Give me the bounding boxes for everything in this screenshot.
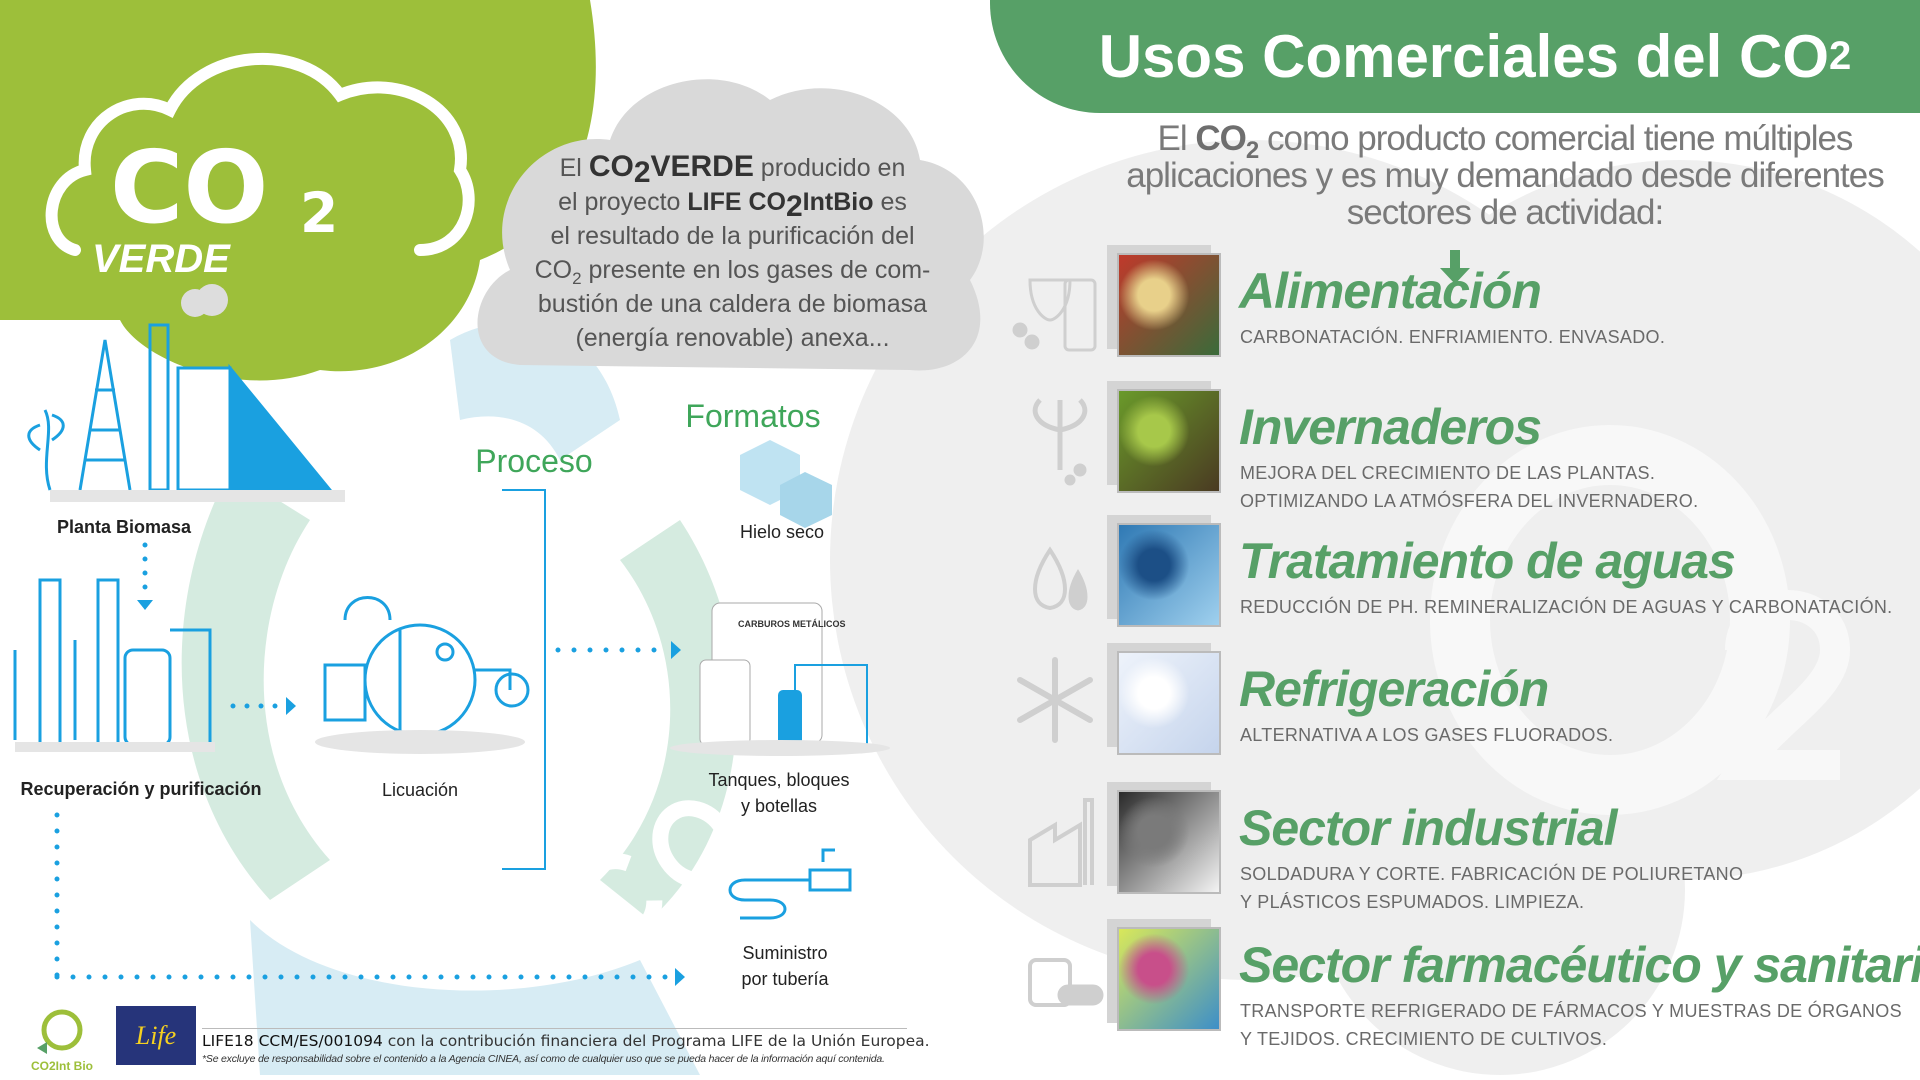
cloud-text: presente en los gases de com- xyxy=(581,256,931,284)
use-title: Sector industrial xyxy=(1239,800,1618,856)
sector-icons xyxy=(1012,278,1104,1007)
biomass-plant-icon xyxy=(27,323,334,492)
medicine-icon xyxy=(1028,958,1104,1007)
snowflake-icon xyxy=(1017,657,1093,743)
cloud-sub: 2 xyxy=(785,190,803,223)
label-proceso: Proceso xyxy=(475,443,593,479)
cloud-bold: IntBio xyxy=(802,188,874,216)
co2intbio-logo: CO2Int Bio xyxy=(31,1009,93,1073)
disclaimer: *Se excluye de responsabilidad sobre el … xyxy=(202,1053,885,1065)
arrow-down-icon xyxy=(1440,250,1470,284)
use-photo xyxy=(1117,253,1221,357)
cloud-text: producido en xyxy=(753,154,906,182)
plant-icon xyxy=(1032,398,1088,486)
title-subscript: 2 xyxy=(1829,34,1852,78)
cycle-arrow-blue xyxy=(250,920,700,1075)
use-title: Sector farmacéutico y sanitario xyxy=(1239,937,1920,993)
cloud-text: el resultado de la purificación del xyxy=(550,222,915,250)
intro-pre: El xyxy=(1157,119,1196,158)
label-line: y botellas xyxy=(740,796,818,816)
use-description: Y PLÁSTICOS ESPUMADOS. LIMPIEZA. xyxy=(1240,892,1585,912)
label-suministro: Suministro por tubería xyxy=(741,940,828,992)
label-line: por tubería xyxy=(741,969,829,989)
use-title: Tratamiento de aguas xyxy=(1239,533,1736,589)
process-bracket xyxy=(502,489,546,870)
cloud-bold: CO xyxy=(588,150,634,183)
flow-dotted-lines xyxy=(54,542,685,986)
label-line: Tanques, bloques xyxy=(708,770,850,790)
intro-rest: como producto comercial tiene múltiples … xyxy=(1126,119,1884,232)
ground-shadow xyxy=(315,730,525,754)
use-description: OPTIMIZANDO LA ATMÓSFERA DEL INVERNADERO… xyxy=(1240,491,1699,511)
liquefaction-tank-icon xyxy=(323,596,530,737)
contribution-text: con la contribución financiera del Progr… xyxy=(382,1032,930,1050)
label-line: Suministro xyxy=(742,943,828,963)
cloud-sub: 2 xyxy=(633,156,651,189)
ground-shadow xyxy=(670,740,890,756)
co2-logo-sub: 2 xyxy=(300,181,338,245)
wine-beer-icon xyxy=(1012,278,1097,352)
co2intbio-logo-text: CO2Int Bio xyxy=(31,1059,93,1073)
verde-logo-text: VERDE xyxy=(92,237,231,281)
use-photo xyxy=(1117,523,1221,627)
life-logo-text: Life xyxy=(135,1020,177,1050)
use-description: CARBONATACIÓN. ENFRIAMIENTO. ENVASADO. xyxy=(1240,327,1666,347)
diagram-watermark xyxy=(574,800,737,944)
cloud-sub: 2 xyxy=(572,269,582,288)
label-licuacion: Licuación xyxy=(381,780,459,800)
label-planta-biomasa: Planta Biomasa xyxy=(56,517,192,537)
cloud-text: el proyecto xyxy=(558,188,688,216)
cloud-text: CO xyxy=(534,256,573,284)
use-description: MEJORA DEL CRECIMIENTO DE LAS PLANTAS. xyxy=(1240,463,1656,483)
use-photo xyxy=(1117,927,1221,1031)
use-description: TRANSPORTE REFRIGERADO DE FÁRMACOS Y MUE… xyxy=(1240,1001,1902,1021)
cloud-text: es xyxy=(873,188,907,216)
label-recuperacion: Recuperación y purificación xyxy=(20,779,262,799)
use-title: Invernaderos xyxy=(1239,399,1542,455)
cloud-bold: VERDE xyxy=(650,150,754,183)
project-code: LIFE18 CCM/ES/001094 xyxy=(202,1032,383,1050)
use-description: Y TEJIDOS. CRECIMIENTO DE CULTIVOS. xyxy=(1240,1029,1608,1049)
use-photo xyxy=(1117,389,1221,493)
co2-logo-mark: CO xyxy=(110,129,268,246)
ground-shadow xyxy=(50,490,345,502)
use-description: ALTERNATIVA A LOS GASES FLUORADOS. xyxy=(1240,725,1614,745)
use-title: Refrigeración xyxy=(1239,661,1549,717)
cloud-outline-icon xyxy=(45,52,475,256)
cloud-bold: LIFE CO xyxy=(687,188,786,216)
label-tanques: Tanques, bloques y botellas xyxy=(708,767,849,819)
funding-text: LIFE18 CCM/ES/001094 con la contribución… xyxy=(202,1032,930,1050)
cycle-arrow-green xyxy=(181,470,330,900)
lime-cloud xyxy=(0,0,596,381)
smoke-icon xyxy=(196,284,228,316)
cloud-text: El xyxy=(559,154,589,182)
dry-ice-icon xyxy=(740,440,832,528)
eu-life-logo: Life xyxy=(116,1006,196,1065)
tanks-bottles-icon: CARBUROS METÁLICOS xyxy=(699,602,868,748)
intro-text: El CO2 como producto comercial tiene múl… xyxy=(1090,120,1920,231)
cloud-text: bustión de una caldera de biomasa xyxy=(537,290,928,318)
intro-co: CO xyxy=(1195,119,1246,158)
gray-speech-cloud xyxy=(477,79,984,371)
cloud-description: El CO2VERDE producido en el proyecto LIF… xyxy=(500,150,965,355)
use-photo xyxy=(1117,790,1221,894)
tank-brand-label: CARBUROS METÁLICOS xyxy=(738,619,846,629)
cycle-arrow-green xyxy=(600,520,737,920)
factory-icon xyxy=(1028,798,1094,887)
use-description: SOLDADURA Y CORTE. FABRICACIÓN DE POLIUR… xyxy=(1240,864,1744,884)
ground-shadow xyxy=(15,742,215,752)
use-photo xyxy=(1117,651,1221,755)
pipeline-icon xyxy=(728,848,852,920)
label-hielo-seco: Hielo seco xyxy=(739,522,825,542)
use-description: REDUCCIÓN DE PH. REMINERALIZACIÓN DE AGU… xyxy=(1240,597,1893,617)
water-drops-icon xyxy=(1033,546,1088,611)
label-formatos: Formatos xyxy=(685,398,821,434)
purification-plant-icon xyxy=(13,578,212,747)
cloud-text: (energía renovable) anexa... xyxy=(575,324,890,352)
title-text: Usos Comerciales del CO xyxy=(1098,23,1830,90)
footer-divider xyxy=(202,1028,907,1029)
use-title: Alimentación xyxy=(1239,263,1542,319)
co2-watermark-2 xyxy=(1716,590,1851,780)
